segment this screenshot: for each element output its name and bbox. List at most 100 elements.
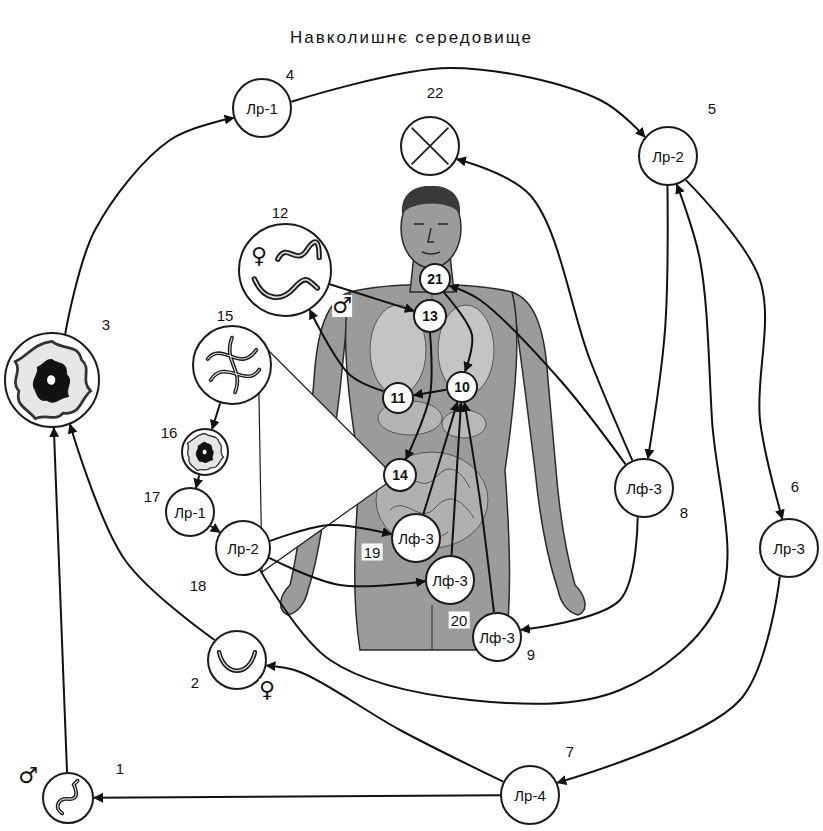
stage-circle: 10 (446, 371, 478, 403)
callout-number: 11 (391, 391, 406, 405)
stage-circle: 6Лр-3 (759, 518, 819, 578)
mouth (422, 252, 440, 254)
larva-picture (194, 327, 270, 403)
stage-circle: 8Лф-3 (614, 458, 674, 518)
life-cycle-arrow (449, 286, 625, 465)
stage-circle: 19Лф-3 (391, 513, 441, 563)
stage-circle: 7Лр-4 (500, 765, 560, 825)
callout-number: 10 (454, 380, 470, 394)
stage-circle: 14 (383, 458, 417, 492)
life-cycle-arrow (65, 118, 233, 334)
stage-label: Лф-3 (432, 573, 468, 588)
life-cycle-arrow (269, 558, 425, 586)
worm-drawing (219, 652, 255, 670)
stage-label: Лр-3 (773, 541, 805, 556)
life-cycle-arrow (521, 517, 638, 629)
callout-number: 8 (678, 504, 690, 521)
larva-picture (240, 225, 330, 315)
stage-label: Лр-2 (652, 149, 684, 164)
stage-circle: 9Лф-3 (472, 612, 522, 662)
callout-number: 12 (270, 204, 291, 221)
stage-circle: 21 (419, 263, 451, 295)
callout-number: 18 (188, 577, 209, 594)
worm-drawing (254, 279, 317, 297)
worm-drawing (58, 781, 78, 814)
organs (370, 292, 494, 650)
larva-picture (209, 632, 265, 688)
callout-number: 9 (525, 646, 537, 663)
life-cycle-arrow (423, 402, 457, 514)
stage-circle: 18Лр-2 (215, 520, 271, 576)
magnify-callout (258, 340, 386, 572)
callout-number: 20 (449, 612, 470, 629)
callout-number: 14 (392, 468, 408, 482)
hair (402, 186, 460, 214)
life-cycle-arrow (94, 795, 500, 798)
stage-circle: 5Лр-2 (638, 126, 698, 186)
stage-circle: 17Лр-1 (165, 487, 215, 537)
larva-picture (6, 334, 98, 426)
worm-drawing (203, 450, 207, 455)
nose (428, 228, 434, 242)
stage-circle: 3 (4, 332, 100, 428)
larva-picture (183, 430, 227, 474)
worm-drawing (33, 359, 69, 402)
callout-number: 6 (789, 478, 801, 495)
worm-drawing (15, 341, 90, 418)
worm-drawing (278, 242, 319, 259)
stage-circle: 4Лр-1 (232, 78, 292, 138)
worm-drawing (187, 434, 223, 471)
stage-circle: 11 (382, 382, 414, 414)
life-cycle-arrow (211, 526, 220, 532)
callout-number: 16 (159, 424, 180, 441)
callout-number: 7 (564, 743, 576, 760)
callout-number: 3 (100, 316, 112, 333)
life-cycle-arrow (291, 68, 644, 137)
stage-label: Лр-2 (227, 541, 259, 556)
stage-label: Лф-3 (479, 630, 515, 645)
life-cycle-arrow (444, 292, 473, 371)
callout-number: 21 (427, 272, 443, 286)
life-cycle-arrow (266, 666, 503, 782)
stage-circle: 2♀ (207, 630, 267, 690)
worm-drawing (412, 128, 448, 164)
callout-number: 22 (425, 84, 446, 101)
life-cycle-arrow (648, 186, 668, 458)
life-cycle-arrow (310, 310, 384, 391)
stage-circle: 22 (400, 116, 460, 176)
sex-symbol: ♀ (259, 679, 275, 701)
life-cycle-arrow (457, 159, 632, 460)
sex-symbol: ♀ (251, 245, 267, 267)
worm-drawing (58, 781, 78, 814)
callout-number: 2 (189, 674, 201, 691)
stage-circle: 1♂ (42, 772, 94, 824)
stage-circle: 12♀♂ (238, 223, 332, 317)
larva-picture (44, 774, 92, 822)
stage-circle: 13 (413, 299, 447, 333)
life-cycle-arrow (54, 428, 67, 772)
worm-drawing (196, 442, 213, 462)
leg-gap (432, 605, 433, 650)
life-cycle-arrow (557, 577, 779, 783)
life-cycle-arrow (270, 525, 391, 541)
life-cycle-arrow (452, 403, 461, 555)
callout-number: 1 (114, 760, 126, 777)
callout-number: 13 (422, 309, 438, 323)
life-cycle-arrow (196, 475, 199, 487)
diagram-title: Навколишнє середовище (0, 28, 823, 48)
worm-drawing (219, 652, 255, 670)
callout-number: 15 (215, 307, 236, 324)
life-cycle-arrow (686, 180, 782, 519)
larva-picture (402, 118, 458, 174)
stage-label: Лр-4 (514, 788, 546, 803)
worm-drawing (208, 338, 260, 393)
stage-label: Лф-3 (626, 481, 662, 496)
stage-circle: 16 (181, 428, 229, 476)
eyes (414, 223, 448, 225)
stage-circle: 20Лф-3 (425, 555, 475, 605)
stage-label: Лр-1 (174, 505, 206, 520)
callout-number: 4 (284, 66, 296, 83)
stage-label: Лр-1 (246, 101, 278, 116)
